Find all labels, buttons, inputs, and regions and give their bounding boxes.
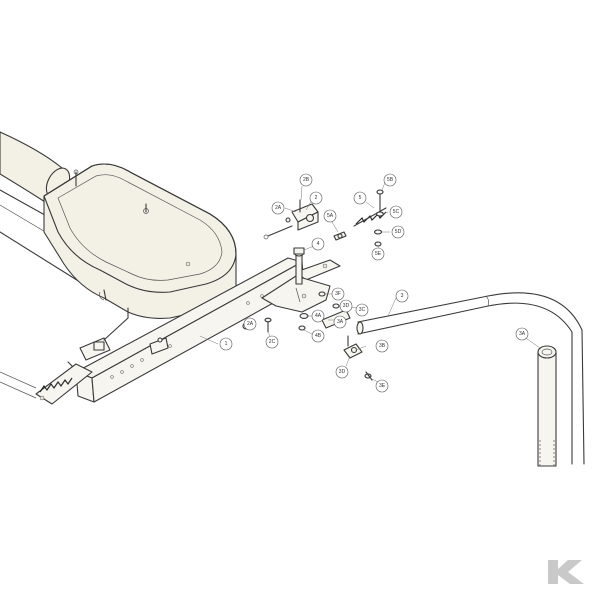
- callout-3e: 3E: [375, 379, 389, 393]
- lower-bracket: [0, 317, 169, 405]
- callout-2b: 2B: [299, 173, 313, 187]
- svg-text:2A: 2A: [275, 205, 282, 211]
- callout-3: 3: [395, 289, 409, 303]
- callout-3a-grip: 3A: [515, 327, 529, 341]
- callout-1: 1: [219, 337, 233, 351]
- callout-2a-low: 2A: [243, 317, 257, 331]
- callout-5e: 5E: [371, 247, 385, 261]
- callout-4b: 4B: [311, 329, 325, 343]
- svg-text:2B: 2B: [303, 177, 310, 183]
- svg-text:4B: 4B: [315, 333, 322, 339]
- callout-3f: 3F: [331, 287, 345, 301]
- svg-text:5D: 5D: [395, 229, 402, 235]
- callout-3d-upper: 3D: [339, 299, 353, 313]
- svg-text:2: 2: [315, 195, 318, 201]
- callout-4a: 4A: [311, 309, 325, 323]
- svg-text:3E: 3E: [379, 383, 386, 389]
- callout-3b: 3B: [375, 339, 389, 353]
- callout-5c: 5C: [389, 205, 403, 219]
- callout-2a-top: 2A: [271, 201, 285, 215]
- svg-text:5A: 5A: [327, 213, 334, 219]
- svg-text:2A: 2A: [247, 321, 254, 327]
- svg-text:4: 4: [317, 241, 320, 247]
- callout-2c: 2C: [265, 335, 279, 349]
- switch-assembly: [263, 199, 319, 240]
- handle-grip: [537, 345, 557, 467]
- callout-labels: 2B 2A 2 4 5A 5B 5 5C 5D 5E 3 3F 3D 3C 4A…: [219, 173, 529, 393]
- svg-text:3: 3: [401, 293, 404, 299]
- svg-text:3D: 3D: [339, 369, 346, 375]
- svg-text:3A: 3A: [519, 331, 526, 337]
- callout-5: 5: [353, 191, 367, 205]
- svg-text:3C: 3C: [359, 307, 366, 313]
- leader-lines: [199, 179, 541, 383]
- svg-text:2C: 2C: [269, 339, 276, 345]
- callout-3c: 3C: [355, 303, 369, 317]
- svg-text:5: 5: [359, 195, 362, 201]
- svg-text:3A: 3A: [337, 319, 344, 325]
- shaft-part: [293, 247, 305, 285]
- svg-text:3F: 3F: [335, 291, 341, 297]
- callout-3a: 3A: [333, 315, 347, 329]
- callout-5a: 5A: [323, 209, 337, 223]
- callout-2: 2: [309, 191, 323, 205]
- svg-text:4A: 4A: [315, 313, 322, 319]
- k-logo-icon: [548, 560, 584, 584]
- svg-text:5E: 5E: [375, 251, 382, 257]
- callout-5d: 5D: [391, 225, 405, 239]
- svg-text:5C: 5C: [393, 209, 400, 215]
- svg-text:3D: 3D: [343, 303, 350, 309]
- svg-text:1: 1: [225, 341, 228, 347]
- spring-assembly: [353, 189, 387, 247]
- callout-3d-lower: 3D: [335, 365, 349, 379]
- gearbox-housing: [43, 163, 237, 319]
- callout-5b: 5B: [383, 173, 397, 187]
- callout-4: 4: [311, 237, 325, 251]
- svg-text:5B: 5B: [387, 177, 394, 183]
- bail-bar: [356, 292, 585, 465]
- svg-text:3B: 3B: [379, 343, 386, 349]
- bracket-rail: [67, 257, 341, 403]
